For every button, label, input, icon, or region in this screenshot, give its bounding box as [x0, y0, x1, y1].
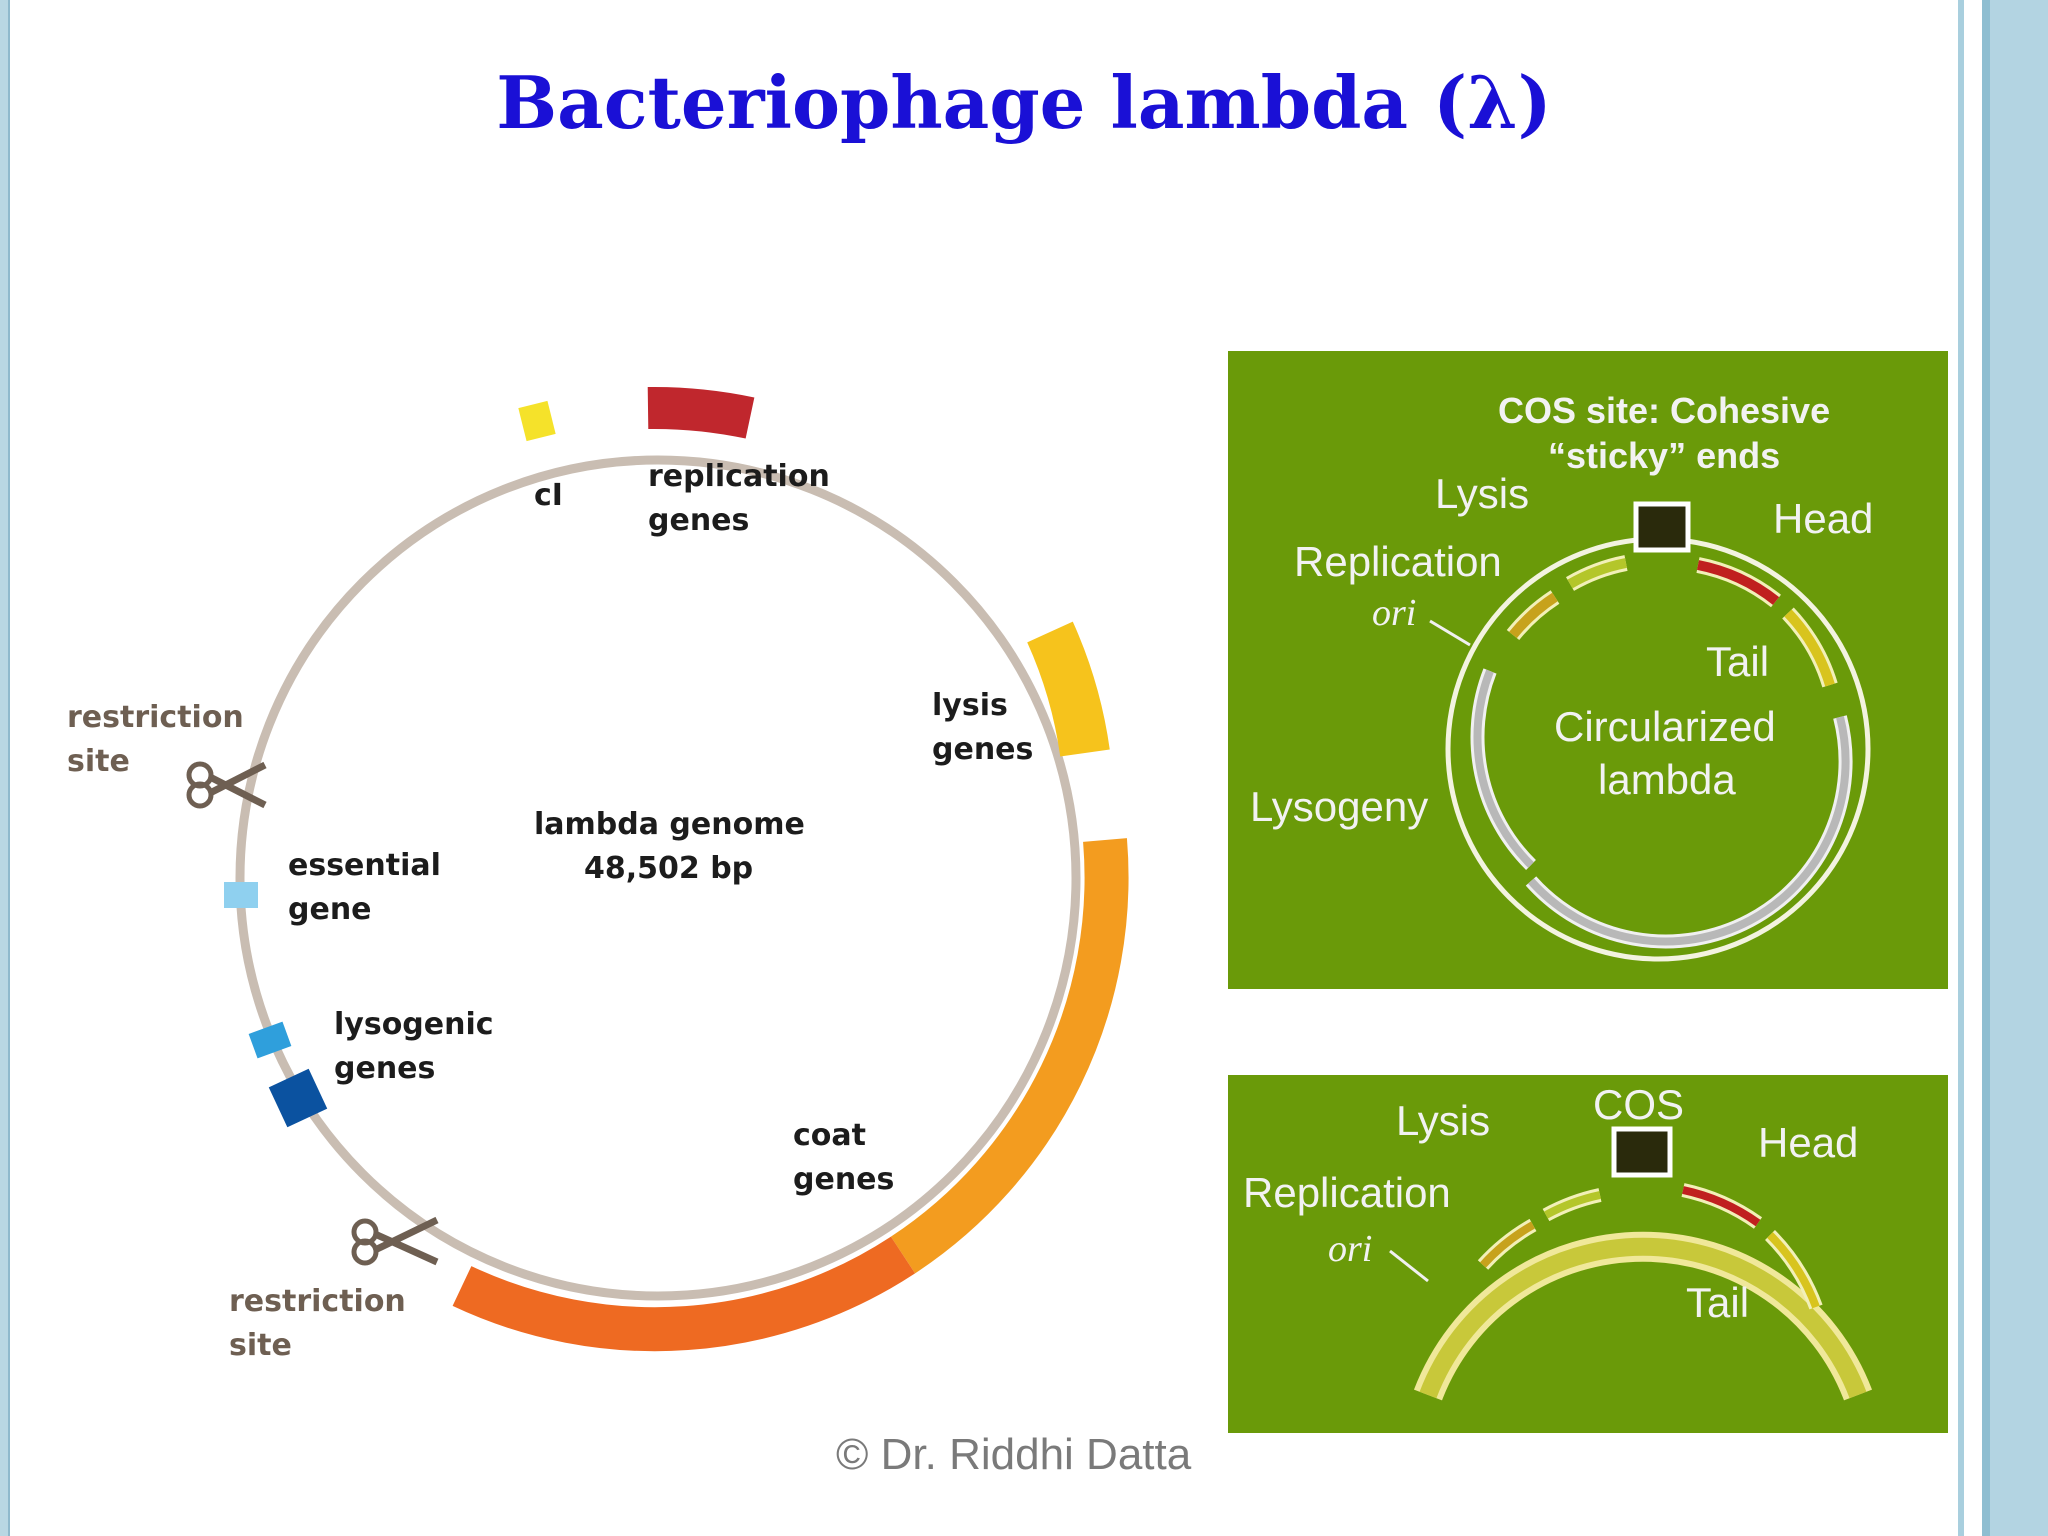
coat-genes-arc-light — [890, 838, 1129, 1274]
coat-genes-arc-dark — [452, 1236, 916, 1352]
scissors-icon — [186, 761, 267, 809]
tail-segment-fill — [1784, 609, 1835, 687]
lysogenic-gene-block-dark — [268, 1068, 328, 1128]
genome-backbone — [235, 455, 1081, 1301]
cI-label: cI — [534, 478, 563, 513]
essential-label-1: essential — [288, 848, 441, 883]
restriction-top-label-2: site — [67, 744, 130, 779]
restriction-top-label-1: restriction — [67, 700, 244, 735]
head-segment-fill — [1682, 1186, 1761, 1227]
lysogeny-label: Lysogeny — [1250, 783, 1428, 830]
linear-lambda-panel: COS Lysis Head Replication ori Tail — [1228, 1075, 1948, 1433]
scissors-icon — [351, 1216, 439, 1266]
head-label: Head — [1758, 1119, 1858, 1166]
circularized-label: Circularized — [1554, 703, 1776, 750]
copyright-credit: © Dr. Riddhi Datta — [836, 1430, 1192, 1479]
coat-label-1: coat — [793, 1118, 866, 1153]
slide-border-right — [1958, 0, 2048, 1536]
tail-segment-fill — [1767, 1232, 1820, 1309]
head-segment-fill — [1696, 560, 1780, 605]
cos-box — [1611, 1126, 1673, 1178]
restriction-bottom-label-1: restriction — [229, 1284, 406, 1319]
replication-label-1: replication — [648, 459, 830, 494]
lysogeny-arc-inner — [1473, 669, 1534, 868]
cos-site-box — [1633, 501, 1691, 553]
lysogenic-label-1: lysogenic — [334, 1007, 494, 1042]
lysis-label: Lysis — [1435, 470, 1529, 517]
replication-label-2: genes — [648, 503, 749, 538]
ori-label: ori — [1328, 1228, 1372, 1270]
outer-arch-fill — [1419, 1237, 1867, 1399]
genome-label: lambda genome — [534, 807, 805, 842]
coat-label-2: genes — [793, 1162, 894, 1197]
ori-label: ori — [1372, 592, 1416, 634]
slide-border-left — [0, 0, 10, 1536]
cos-label-line2: “sticky” ends — [1548, 435, 1780, 476]
essential-label-2: gene — [288, 892, 372, 927]
slide-title: Bacteriophage lambda (λ) — [496, 60, 1552, 145]
replication-segment-fill — [1480, 1221, 1536, 1268]
lysis-label-2: genes — [932, 732, 1033, 767]
tail-label: Tail — [1706, 638, 1769, 685]
circularized-lambda-panel: COS site: Cohesive “sticky” ends Lysis H… — [1228, 351, 1948, 989]
essential-gene-block — [224, 882, 258, 908]
body-arc-inner — [1528, 716, 1850, 946]
head-label: Head — [1773, 495, 1873, 542]
replication-label: Replication — [1243, 1169, 1451, 1216]
lambda-label: lambda — [1598, 756, 1736, 803]
lysis-genes-block — [1027, 621, 1110, 757]
cos-label: COS — [1593, 1081, 1684, 1128]
lysogenic-gene-block-light — [248, 1021, 292, 1059]
lysis-label-1: lysis — [932, 688, 1008, 723]
replication-segment-fill — [1509, 592, 1558, 639]
ori-pointer — [1429, 619, 1471, 647]
cI-block — [518, 400, 556, 442]
ori-pointer — [1389, 1249, 1429, 1283]
genome-size-label: 48,502 bp — [584, 851, 753, 886]
replication-genes-block — [647, 386, 755, 439]
lysis-segment-fill — [1567, 558, 1628, 589]
restriction-bottom-label-2: site — [229, 1328, 292, 1363]
replication-label: Replication — [1294, 538, 1502, 585]
lysis-label: Lysis — [1396, 1097, 1490, 1144]
lambda-genome-map: cI replication genes lysis genes lambda … — [67, 386, 1129, 1363]
lysis-segment-fill — [1544, 1191, 1601, 1219]
lysogenic-label-2: genes — [334, 1051, 435, 1086]
tail-label: Tail — [1686, 1279, 1749, 1326]
cos-label-line1: COS site: Cohesive — [1498, 390, 1830, 431]
